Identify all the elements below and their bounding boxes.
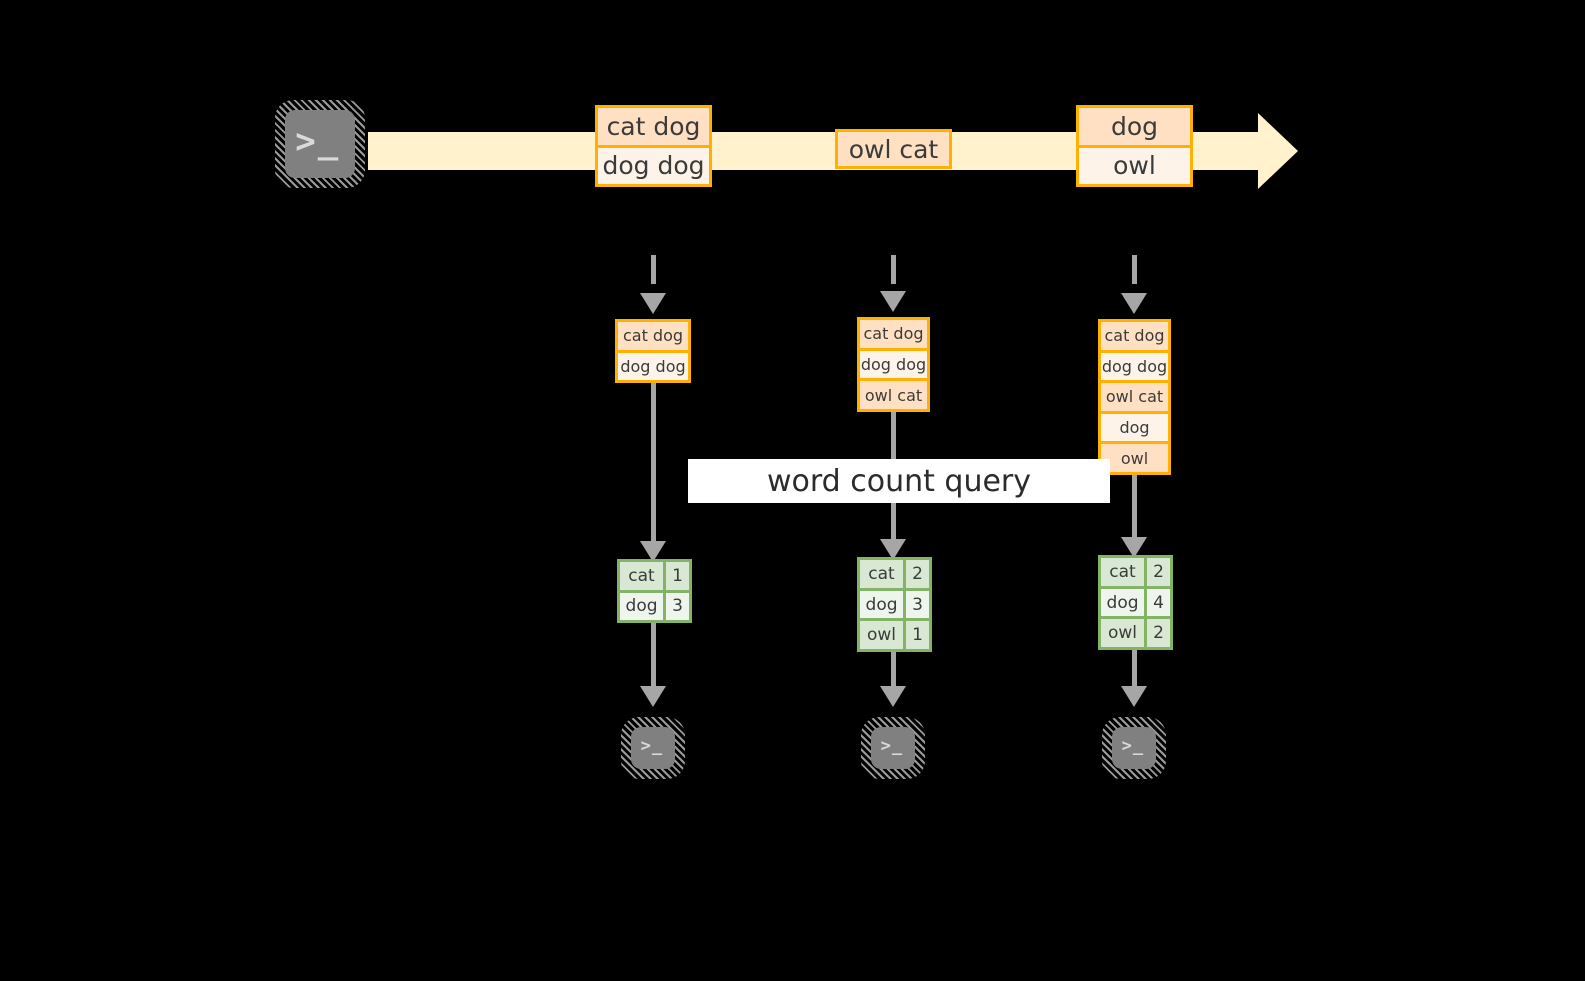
stream-to-snapshot-arrowhead: [880, 291, 906, 312]
result-word-cell: owl: [1101, 619, 1145, 648]
terminal-face: [285, 110, 355, 178]
stream-message-line: dog dog: [598, 144, 709, 184]
table-row: owl 1: [860, 618, 929, 650]
query-label-text: word count query: [766, 463, 1032, 499]
snapshot-to-result-connector: [1132, 475, 1137, 547]
table-row: dog 4: [1101, 585, 1170, 617]
snapshot-line: owl cat: [1101, 380, 1168, 411]
result-count-cell: 1: [663, 562, 689, 590]
stream-message-line: owl cat: [838, 132, 949, 166]
sink-terminal-icon[interactable]: >_: [861, 717, 925, 779]
snapshot-line: owl: [1101, 441, 1168, 472]
stream-arrowhead: [1258, 113, 1298, 189]
stream-to-snapshot-arrowhead: [640, 293, 666, 314]
result-count-cell: 3: [903, 590, 929, 619]
terminal-face: [631, 727, 675, 769]
result-to-sink-connector: [1132, 650, 1137, 692]
result-word-cell: owl: [860, 621, 904, 650]
query-label-banner: word count query: [688, 459, 1110, 503]
result-word-cell: cat: [620, 562, 664, 590]
snapshot-line: cat dog: [618, 322, 688, 350]
terminal-face: [871, 727, 915, 769]
table-row: cat 2: [1101, 558, 1170, 586]
terminal-prompt-glyph: >_: [880, 736, 904, 757]
snapshot-to-result-connector: [651, 383, 656, 548]
result-count-cell: 1: [903, 621, 929, 650]
stream-to-snapshot-connector: [1132, 255, 1137, 295]
snapshot-line: dog dog: [860, 347, 927, 379]
snapshot-accumulated-box[interactable]: cat dog dog dog owl cat: [857, 317, 930, 412]
result-table[interactable]: cat 2 dog 4 owl 2: [1098, 555, 1173, 650]
sink-terminal-icon[interactable]: >_: [1102, 717, 1166, 779]
stream-message-box[interactable]: cat dog dog dog: [595, 105, 712, 187]
table-row: owl 2: [1101, 616, 1170, 648]
stream-message-box[interactable]: dog owl: [1076, 105, 1193, 187]
stream-message-box[interactable]: owl cat: [835, 129, 952, 169]
result-count-cell: 2: [1144, 558, 1170, 586]
snapshot-line: cat dog: [860, 320, 927, 348]
result-count-cell: 3: [663, 592, 689, 620]
terminal-prompt-glyph: >_: [295, 121, 341, 162]
result-word-cell: dog: [1101, 588, 1145, 617]
result-to-sink-connector: [891, 652, 896, 692]
result-to-sink-arrowhead: [640, 686, 666, 707]
result-word-cell: dog: [620, 592, 664, 620]
result-to-sink-arrowhead: [880, 686, 906, 707]
result-count-cell: 2: [1144, 619, 1170, 648]
snapshot-line: dog dog: [618, 349, 688, 380]
snapshot-accumulated-box[interactable]: cat dog dog dog: [615, 319, 691, 383]
snapshot-to-result-arrowhead: [640, 541, 666, 562]
result-to-sink-connector: [651, 623, 656, 691]
stream-message-line: cat dog: [598, 108, 709, 145]
terminal-face: [1112, 727, 1156, 769]
table-row: cat 2: [860, 560, 929, 588]
result-word-cell: dog: [860, 590, 904, 619]
snapshot-to-result-arrowhead: [1121, 537, 1147, 558]
stream-to-snapshot-arrowhead: [1121, 293, 1147, 314]
result-count-cell: 2: [903, 560, 929, 588]
table-row: dog 3: [620, 589, 689, 620]
stream-to-snapshot-connector: [651, 255, 656, 295]
stream-message-line: dog: [1079, 108, 1190, 145]
terminal-prompt-glyph: >_: [640, 736, 664, 757]
result-to-sink-arrowhead: [1121, 686, 1147, 707]
terminal-prompt-glyph: >_: [1121, 736, 1145, 757]
result-table[interactable]: cat 1 dog 3: [617, 559, 692, 623]
snapshot-line: cat dog: [1101, 322, 1168, 350]
snapshot-line: dog: [1101, 410, 1168, 442]
result-word-cell: cat: [860, 560, 904, 588]
stream-to-snapshot-connector: [891, 255, 896, 293]
result-count-cell: 4: [1144, 588, 1170, 617]
table-row: cat 1: [620, 562, 689, 590]
snapshot-to-result-arrowhead: [880, 539, 906, 560]
snapshot-line: dog dog: [1101, 349, 1168, 381]
result-word-cell: cat: [1101, 558, 1145, 586]
snapshot-line: owl cat: [860, 378, 927, 410]
sink-terminal-icon[interactable]: >_: [621, 717, 685, 779]
table-row: dog 3: [860, 587, 929, 619]
stream-message-line: owl: [1079, 144, 1190, 184]
snapshot-accumulated-box[interactable]: cat dog dog dog owl cat dog owl: [1098, 319, 1171, 475]
source-terminal-icon[interactable]: >_: [275, 100, 365, 188]
result-table[interactable]: cat 2 dog 3 owl 1: [857, 557, 932, 652]
